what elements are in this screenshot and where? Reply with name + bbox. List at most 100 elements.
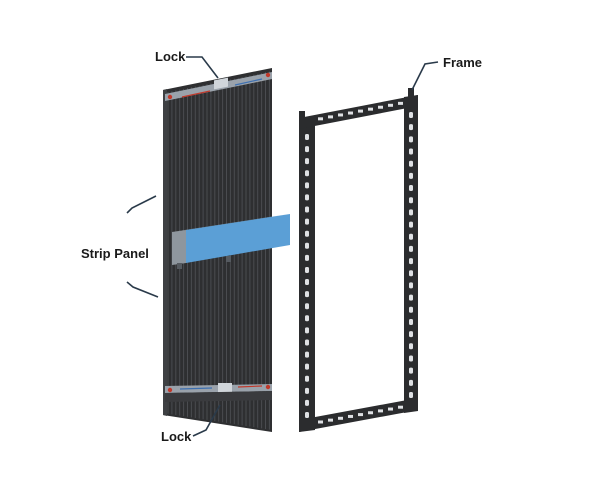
frame-slot bbox=[305, 266, 309, 273]
frame-slot bbox=[305, 146, 309, 153]
frame-slot bbox=[305, 170, 309, 177]
frame-slot bbox=[409, 367, 413, 374]
frame-slot bbox=[398, 405, 403, 409]
frame-slot bbox=[409, 221, 413, 228]
frame-slot bbox=[305, 363, 309, 370]
lock-bottom-label: Lock bbox=[161, 429, 192, 444]
frame-slot bbox=[378, 409, 383, 413]
frame-slot bbox=[409, 185, 413, 192]
lock-top-pin-right bbox=[265, 72, 271, 78]
power-box-side bbox=[172, 230, 186, 265]
frame-slot bbox=[348, 111, 353, 115]
lock-bottom-pin-right bbox=[265, 384, 271, 390]
frame-slot bbox=[409, 112, 413, 118]
lock-bottom-cable-2 bbox=[237, 385, 263, 388]
strip-panel-label: Strip Panel bbox=[81, 246, 149, 261]
frame-slot bbox=[338, 113, 343, 117]
lock-top-pin-left bbox=[167, 94, 173, 100]
frame-slot bbox=[409, 355, 413, 362]
power-box-foot-left bbox=[177, 263, 182, 269]
frame-slot bbox=[305, 242, 309, 249]
frame-slot bbox=[305, 339, 309, 346]
frame bbox=[299, 88, 418, 432]
lock-top-cable bbox=[181, 90, 211, 98]
leader-frame bbox=[411, 61, 439, 91]
frame-slot bbox=[305, 254, 309, 261]
lock-bottom bbox=[165, 383, 272, 402]
frame-slot bbox=[305, 218, 309, 225]
frame-slot bbox=[409, 197, 413, 204]
frame-slot bbox=[409, 379, 413, 386]
frame-slot bbox=[409, 172, 413, 179]
frame-slot bbox=[328, 115, 333, 119]
frame-slot bbox=[305, 230, 309, 237]
frame-slot bbox=[409, 270, 413, 277]
frame-slot bbox=[409, 294, 413, 301]
leader-lock-bottom bbox=[192, 404, 221, 437]
frame-slot bbox=[305, 206, 309, 213]
power-box bbox=[172, 214, 290, 269]
lock-top-block bbox=[214, 77, 228, 90]
frame-slot bbox=[305, 351, 309, 358]
lock-top-cable-2 bbox=[234, 78, 263, 86]
lock-bottom-block bbox=[218, 383, 232, 393]
frame-slot bbox=[409, 124, 413, 131]
leader-strip-bracket-top bbox=[126, 195, 157, 214]
frame-slot bbox=[409, 392, 413, 398]
frame-right-post bbox=[404, 95, 418, 413]
frame-slot bbox=[305, 291, 309, 298]
frame-slot bbox=[305, 412, 309, 418]
frame-slot bbox=[318, 117, 323, 121]
frame-slot bbox=[305, 387, 309, 394]
leader-strip-bracket-bottom bbox=[126, 281, 159, 298]
lock-top-label: Lock bbox=[155, 49, 186, 64]
frame-slot bbox=[409, 136, 413, 143]
frame-slot bbox=[398, 101, 403, 105]
frame-slot bbox=[409, 258, 413, 265]
frame-slot bbox=[409, 233, 413, 240]
frame-slot bbox=[338, 416, 343, 420]
frame-slot bbox=[409, 318, 413, 325]
frame-slot bbox=[409, 245, 413, 252]
leader-lock-top bbox=[186, 56, 219, 79]
frame-slot bbox=[305, 303, 309, 310]
frame-slot bbox=[409, 160, 413, 167]
frame-slot bbox=[388, 407, 393, 411]
frame-slot bbox=[358, 413, 363, 417]
frame-slot bbox=[305, 375, 309, 382]
frame-slot bbox=[305, 399, 309, 406]
strip-panel-bottom bbox=[165, 391, 272, 402]
frame-top-left-tab bbox=[299, 111, 305, 119]
power-box-top bbox=[172, 214, 290, 232]
frame-slot bbox=[409, 331, 413, 338]
frame-slot bbox=[348, 414, 353, 418]
power-box-front bbox=[186, 214, 290, 263]
frame-slot bbox=[305, 327, 309, 334]
lock-bottom-pin-left bbox=[167, 387, 173, 393]
frame-slot bbox=[305, 194, 309, 201]
frame-slot bbox=[305, 134, 309, 140]
frame-slot bbox=[368, 107, 373, 111]
frame-top-tab bbox=[408, 88, 414, 97]
frame-slot bbox=[305, 182, 309, 189]
frame-slot bbox=[388, 103, 393, 107]
frame-slot bbox=[409, 209, 413, 216]
frame-slot bbox=[368, 411, 373, 415]
frame-slot bbox=[378, 105, 383, 109]
frame-left-post bbox=[299, 116, 315, 432]
frame-slot bbox=[305, 279, 309, 286]
frame-slots bbox=[305, 101, 413, 424]
frame-slot bbox=[358, 109, 363, 113]
power-box-foot-right bbox=[226, 256, 231, 262]
lock-top bbox=[165, 72, 272, 101]
strip-panel-edge bbox=[163, 89, 167, 416]
frame-slot bbox=[305, 315, 309, 322]
frame-label: Frame bbox=[443, 55, 483, 70]
frame-slot bbox=[409, 343, 413, 350]
frame-slot bbox=[409, 148, 413, 155]
frame-slot bbox=[318, 420, 323, 424]
frame-slot bbox=[328, 418, 333, 422]
frame-slot bbox=[409, 282, 413, 289]
